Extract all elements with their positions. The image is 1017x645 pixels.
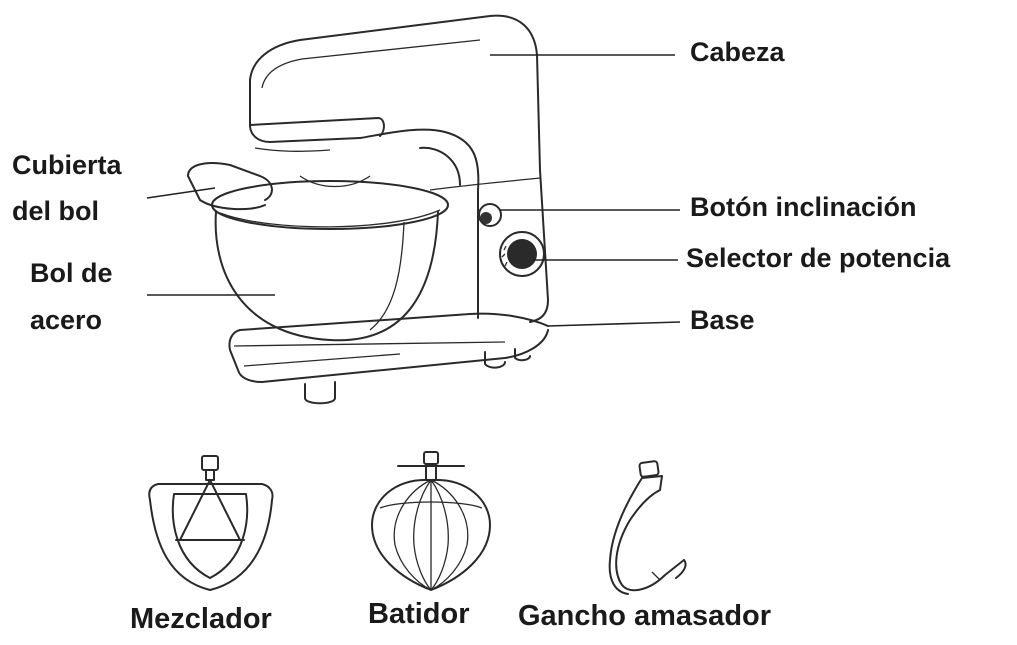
stand-mixer-icon xyxy=(187,14,549,405)
label-boton: Botón inclinación xyxy=(690,192,917,222)
leader-lines xyxy=(146,54,681,327)
label-batidor: Batidor xyxy=(368,598,470,630)
label-base: Base xyxy=(690,305,755,335)
label-gancho: Gancho amasador xyxy=(518,600,772,632)
whisk-icon xyxy=(371,451,491,591)
label-cubierta-line2: del bol xyxy=(12,196,99,226)
label-cubierta-line1: Cubierta xyxy=(12,150,122,180)
label-mezclador: Mezclador xyxy=(130,603,272,635)
label-cabeza: Cabeza xyxy=(690,37,785,67)
label-bol-line2: acero xyxy=(30,305,103,335)
flat-beater-icon xyxy=(148,455,274,591)
dough-hook-icon xyxy=(608,460,687,595)
label-selector: Selector de potencia xyxy=(686,243,951,273)
label-bol-line1: Bol de xyxy=(30,258,113,288)
